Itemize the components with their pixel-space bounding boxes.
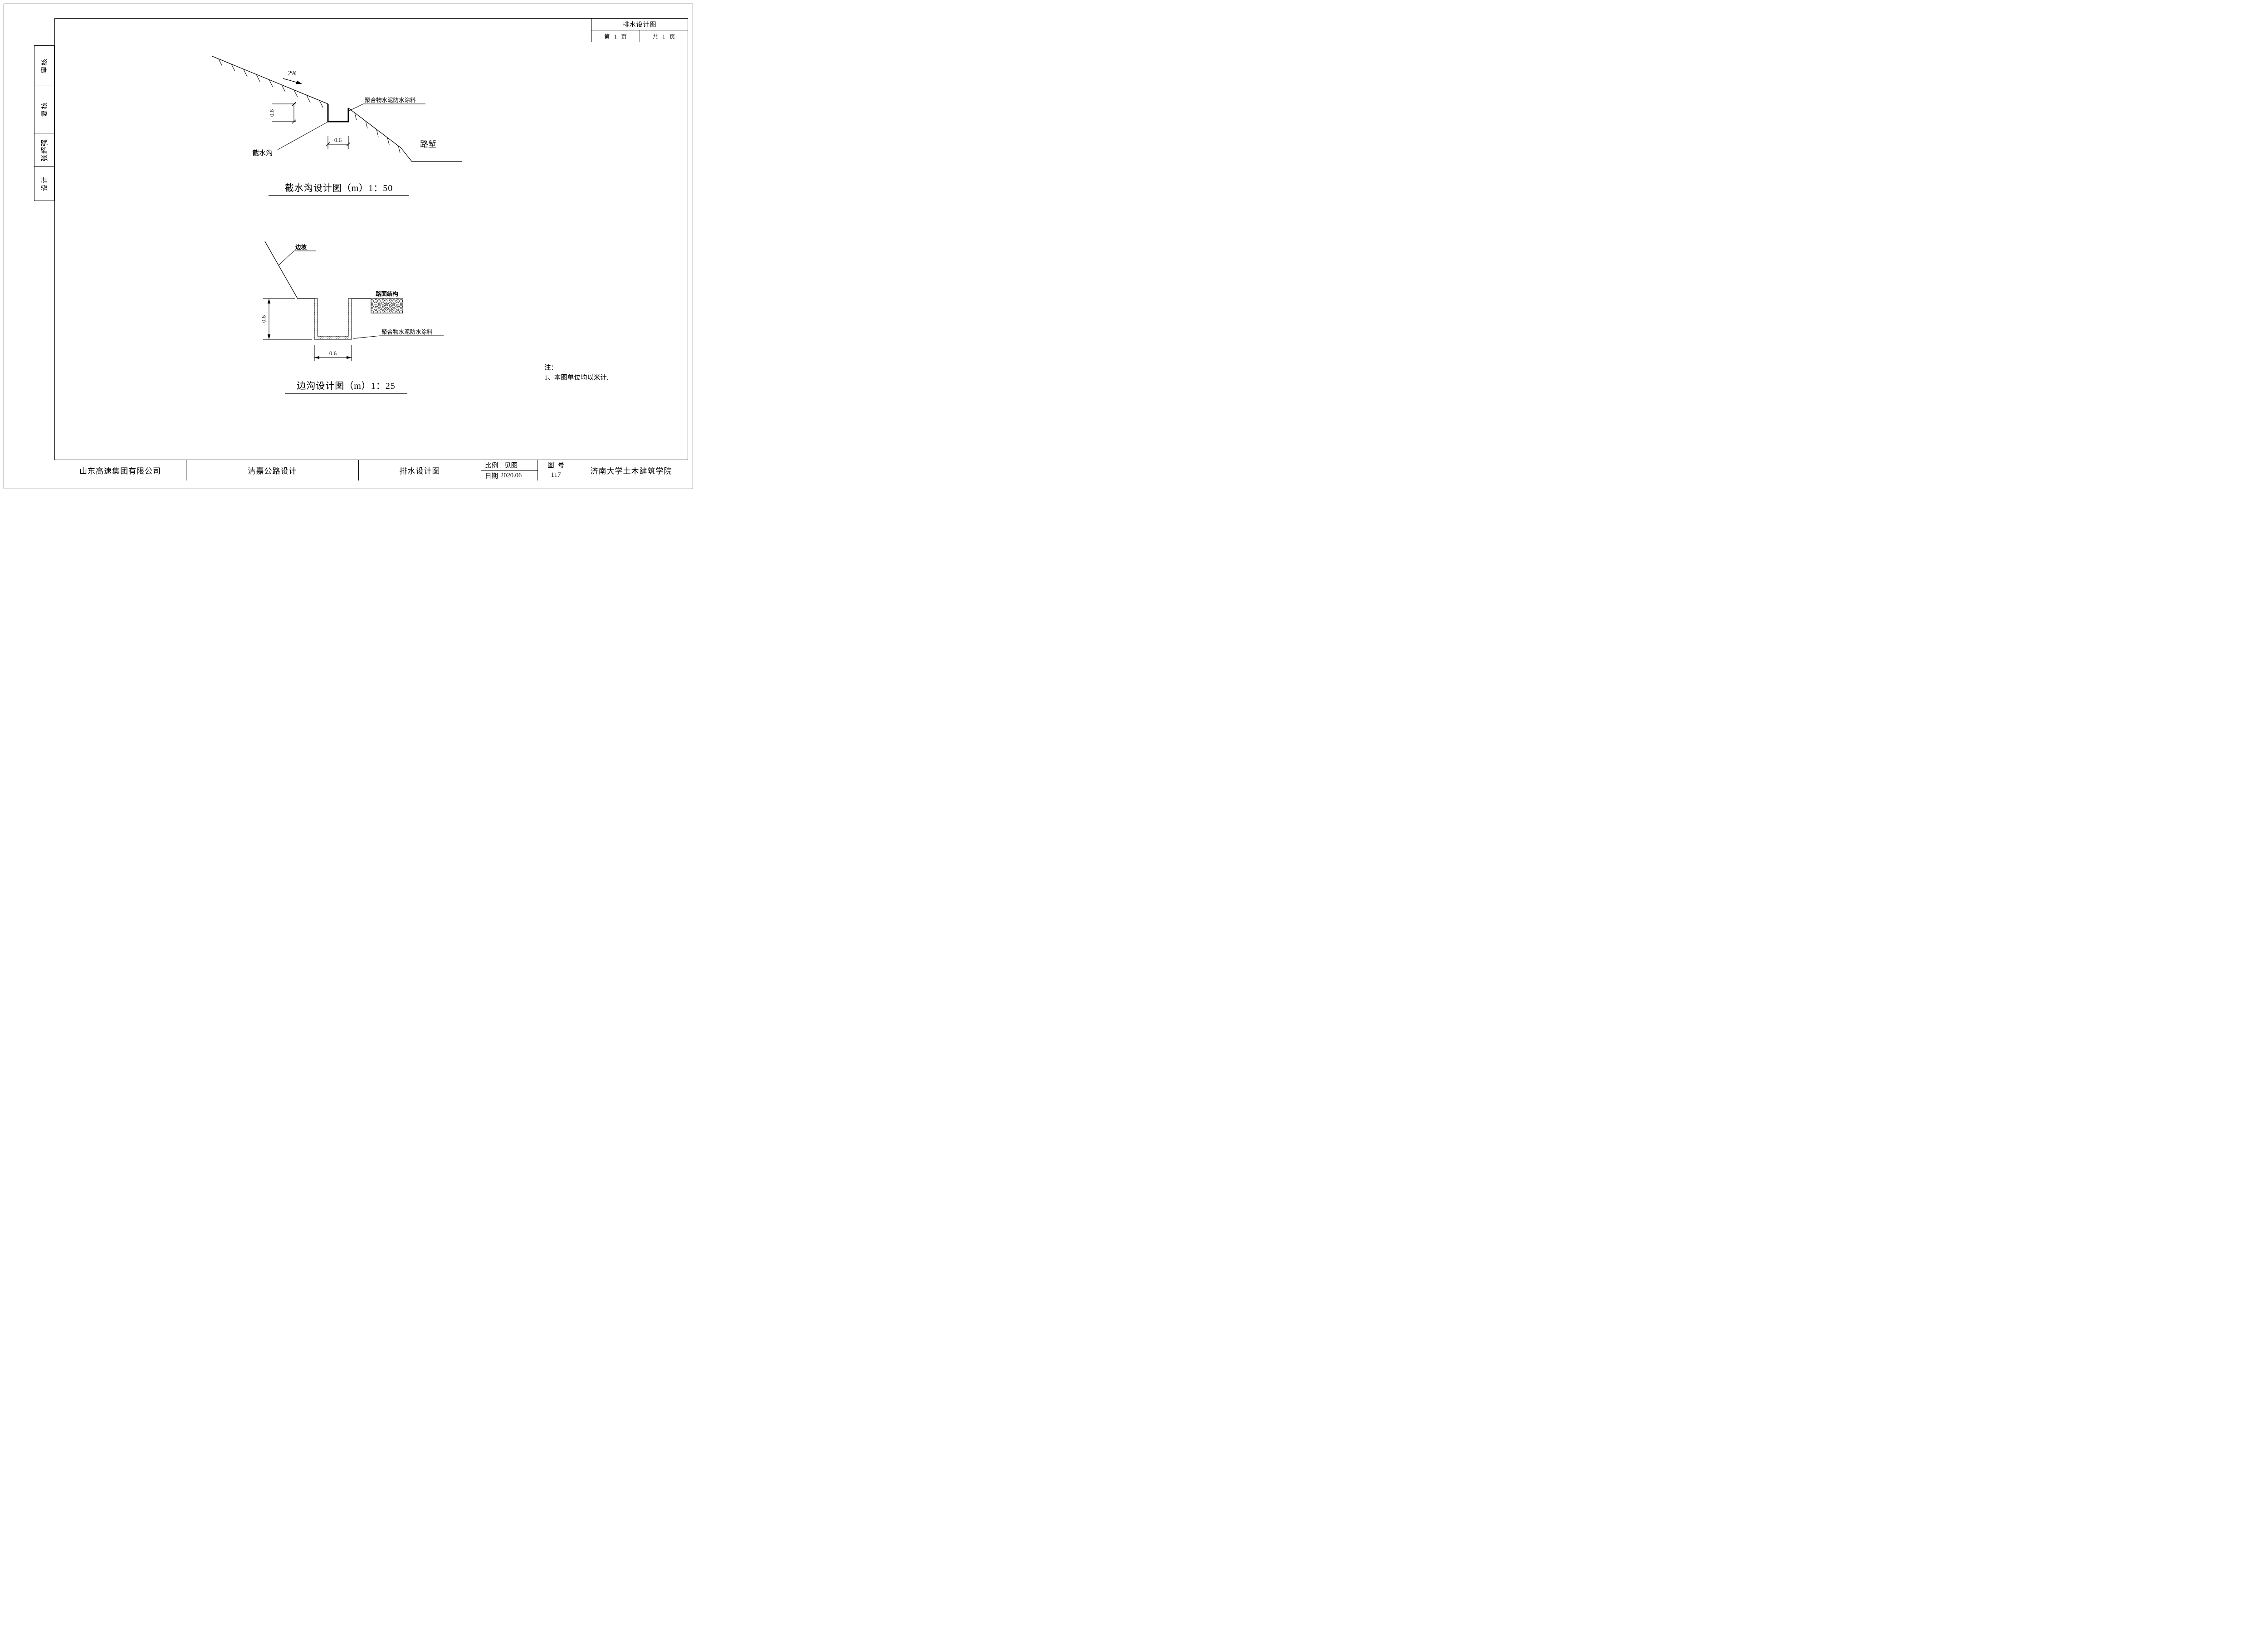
scale-value: 见图 bbox=[504, 462, 518, 470]
institute-cell: 济南大学土木建筑学院 bbox=[574, 460, 688, 480]
project-cell: 清嘉公路设计 bbox=[186, 460, 358, 480]
sheet-name-cell: 排水设计图 bbox=[358, 460, 481, 480]
page-number-cell: 第 1 页 bbox=[591, 30, 640, 42]
notes-heading: 注： bbox=[544, 364, 557, 372]
sheet-main-frame bbox=[54, 18, 688, 480]
scale-row: 比例 见图 bbox=[481, 460, 538, 471]
designer-name-label: 张超强 bbox=[41, 138, 49, 162]
total-pages-cell: 共 1 页 bbox=[652, 34, 675, 40]
company-cell: 山东高速集团有限公司 bbox=[79, 467, 161, 475]
title-bar: 山东高速集团有限公司 清嘉公路设计 排水设计图 比例 见图 日期 2020.06… bbox=[54, 460, 688, 480]
date-row: 日期 2020.06 bbox=[481, 471, 538, 480]
figure-number-value: 117 bbox=[551, 471, 561, 479]
scale-date-cell: 比例 见图 日期 2020.06 bbox=[481, 460, 538, 480]
date-value: 2020.06 bbox=[500, 471, 522, 479]
figure-number-label: 图 号 bbox=[547, 462, 565, 470]
notes-item-1: 1、本图单位均以米计. bbox=[544, 374, 609, 382]
strip-cell-checker: 复核 bbox=[34, 85, 54, 133]
scale-label: 比例 bbox=[485, 462, 498, 470]
strip-cell-designer-name: 张超强 bbox=[34, 133, 54, 167]
drawing-sheet: 审核 复核 张超强 设计 排水设计图 第 1 页 共 1 页 bbox=[0, 0, 697, 493]
signature-strip: 审核 复核 张超强 设计 bbox=[34, 45, 54, 201]
designer-label: 设计 bbox=[41, 176, 49, 191]
page-numbers-row: 第 1 页 共 1 页 bbox=[591, 30, 688, 42]
checker-label: 复核 bbox=[41, 101, 49, 117]
reviewer-label: 审核 bbox=[41, 57, 49, 74]
sheet-outer-border bbox=[4, 4, 693, 489]
date-label: 日期 bbox=[485, 472, 498, 480]
sheet-title: 排水设计图 bbox=[591, 19, 688, 30]
figure-number-cell: 图 号 117 bbox=[538, 460, 574, 480]
strip-cell-reviewer: 审核 bbox=[34, 46, 54, 85]
sheet-title-block: 排水设计图 第 1 页 共 1 页 bbox=[591, 18, 688, 42]
strip-cell-designer: 设计 bbox=[34, 167, 54, 201]
notes-block: 注： 1、本图单位均以米计. bbox=[544, 363, 680, 383]
